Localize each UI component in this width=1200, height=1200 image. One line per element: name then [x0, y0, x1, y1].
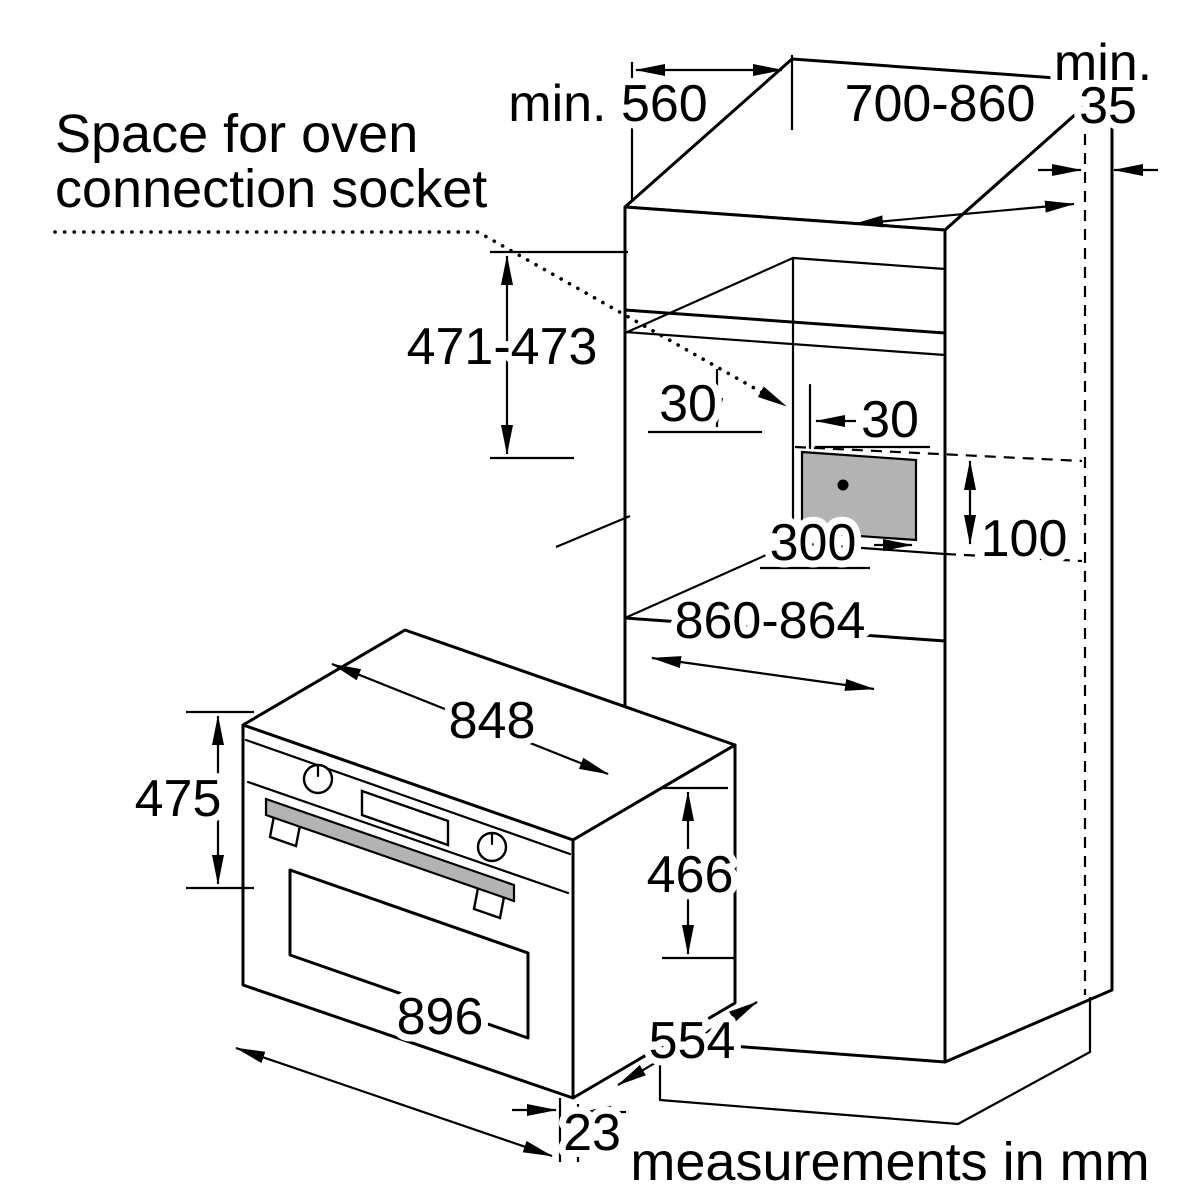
dim-label-zone-height: 100 [981, 510, 1068, 568]
cabinet-side-face [943, 80, 1114, 1064]
callout-text-line1: Space for oven [55, 104, 418, 164]
dim-label-oven-width: 896 [397, 988, 484, 1046]
dim-label-oven-height: 475 [135, 770, 222, 828]
oven-knob-left [302, 763, 334, 795]
dim-label-wall-gap-value: 35 [1079, 77, 1137, 135]
dim-label-niche-width: 860-864 [675, 592, 866, 650]
dim-label-zone-width: 300 [770, 514, 857, 572]
dim-offset-right [815, 415, 930, 449]
dim-label-top-clearance: 700-860 [845, 75, 1036, 133]
dim-oven-depth [617, 1001, 758, 1086]
dim-offset-left [648, 369, 762, 434]
dim-zone-width [760, 539, 913, 570]
dim-label-socket-height-range: 471-473 [407, 318, 598, 376]
dim-oven-width [235, 1046, 553, 1158]
socket-zone-lower-dashed [944, 552, 1083, 563]
oven-control-panel-line [246, 780, 570, 895]
socket-zone-upper-dashed [794, 445, 1083, 463]
dimension-lines [186, 55, 1158, 1162]
dim-label-offset-right: 30 [861, 391, 919, 449]
dim-label-oven-inner-height: 466 [647, 846, 734, 904]
footer-note: measurements in mm [630, 1132, 1149, 1192]
dim-label-oven-depth: 554 [649, 1012, 736, 1070]
callout-text-line2: connection socket [55, 159, 487, 219]
dim-label-wall-gap-min: min. [1054, 34, 1152, 92]
niche-interior-lines [623, 256, 947, 620]
dim-label-cabinet-depth: min. 560 [508, 75, 707, 133]
dim-niche-width [651, 656, 875, 691]
oven-top-trim-line [244, 738, 572, 856]
dim-socket-height-range [490, 250, 631, 549]
oven-handle [264, 797, 516, 903]
dim-oven-inner-height [662, 786, 736, 960]
niche-opening [623, 308, 947, 643]
dim-label-offset-left: 30 [659, 375, 717, 433]
socket-dot [837, 479, 849, 491]
callout-leader-dotted [53, 230, 788, 408]
dim-oven-inner-width [331, 662, 609, 776]
socket-plate [800, 450, 918, 542]
dim-label-oven-inner-width: 848 [449, 692, 536, 750]
labels: Space for oven connection socket min. 56… [48, 27, 1159, 1199]
socket-zone [794, 383, 1083, 563]
dim-label-door-overhang: 23 [563, 1104, 621, 1162]
dim-oven-height [186, 710, 254, 890]
oven-knob-right [476, 831, 508, 863]
oven-display [360, 789, 450, 847]
cabinet-plinth [658, 996, 1092, 1126]
oven-door-window [288, 868, 530, 1040]
dim-cabinet-depth [630, 55, 794, 200]
dim-top-clearance [853, 200, 1075, 228]
dim-door-overhang [512, 1098, 626, 1162]
